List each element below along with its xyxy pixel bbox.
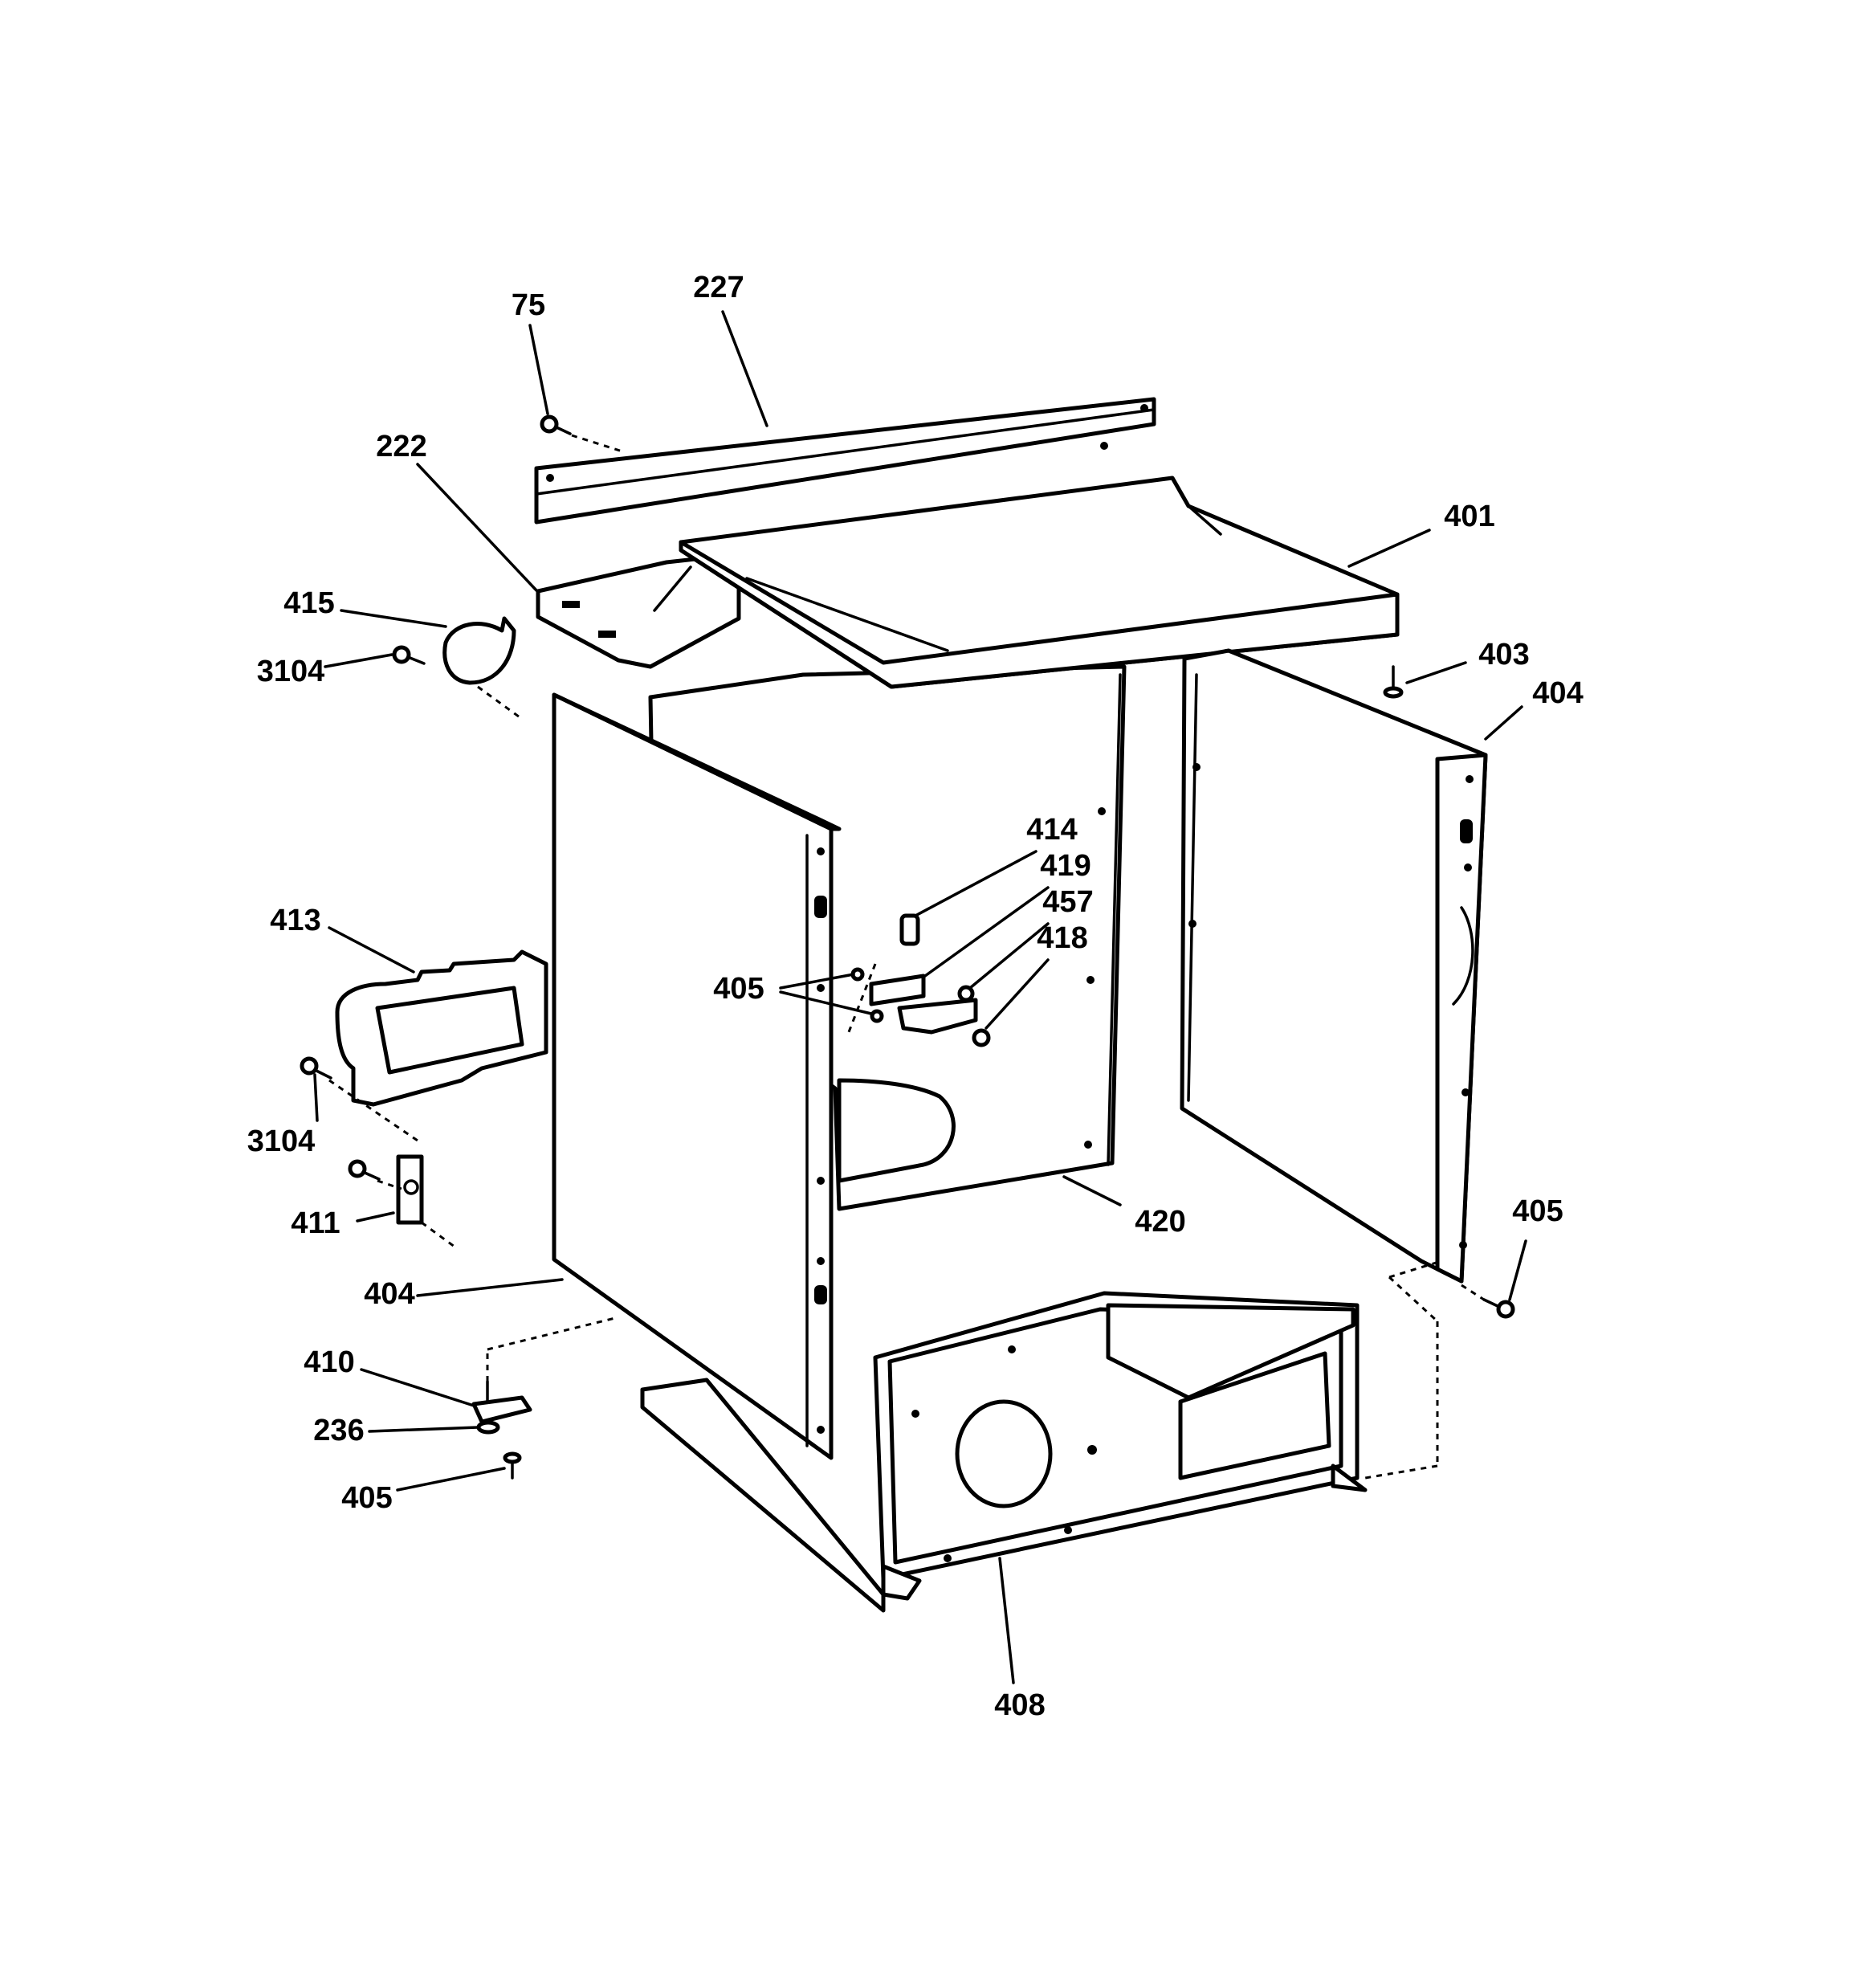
latch-parts bbox=[850, 913, 991, 1047]
bracket-413 bbox=[300, 949, 548, 1107]
callout-408: 408 bbox=[994, 1688, 1045, 1722]
assembly-lines bbox=[328, 434, 1485, 1480]
callout-418: 418 bbox=[1037, 921, 1087, 955]
callout-411: 411 bbox=[291, 1206, 340, 1240]
left-side-panel bbox=[552, 692, 842, 1460]
callout-403: 403 bbox=[1478, 638, 1529, 672]
screw-403 bbox=[1383, 665, 1404, 699]
callout-404-right: 404 bbox=[1532, 676, 1583, 710]
callout-457: 457 bbox=[1042, 885, 1093, 919]
base-frame bbox=[640, 1291, 1368, 1613]
callout-3104-mid: 3104 bbox=[247, 1125, 316, 1158]
callout-413: 413 bbox=[270, 904, 320, 937]
callout-3104-top: 3104 bbox=[257, 655, 325, 688]
callout-415: 415 bbox=[283, 586, 334, 620]
bracket-222 bbox=[536, 552, 741, 669]
callout-404-left: 404 bbox=[364, 1277, 414, 1311]
callout-405-right: 405 bbox=[1512, 1194, 1563, 1228]
leveling-foot-410 bbox=[471, 1380, 532, 1480]
callout-410: 410 bbox=[304, 1345, 354, 1379]
callout-labels: 75 227 222 401 415 3104 403 404 414 419 … bbox=[247, 271, 1584, 1722]
callout-405-mid: 405 bbox=[713, 972, 764, 1006]
callout-414: 414 bbox=[1026, 813, 1077, 847]
screw-75 bbox=[540, 414, 572, 435]
leader-lines bbox=[313, 310, 1527, 1684]
screw-405-right bbox=[1482, 1298, 1515, 1319]
bracket-411 bbox=[348, 1154, 424, 1225]
top-panel bbox=[679, 476, 1400, 689]
right-side-panel bbox=[1180, 648, 1488, 1284]
cover-415 bbox=[392, 616, 516, 685]
callout-222: 222 bbox=[376, 430, 426, 463]
callout-227: 227 bbox=[693, 271, 744, 304]
callout-419: 419 bbox=[1040, 849, 1090, 883]
callout-405-bottom: 405 bbox=[341, 1481, 392, 1515]
callout-401: 401 bbox=[1444, 500, 1494, 533]
top-rail bbox=[534, 397, 1156, 525]
callout-236: 236 bbox=[313, 1414, 364, 1447]
callout-420: 420 bbox=[1135, 1205, 1185, 1239]
callout-75: 75 bbox=[512, 288, 545, 322]
